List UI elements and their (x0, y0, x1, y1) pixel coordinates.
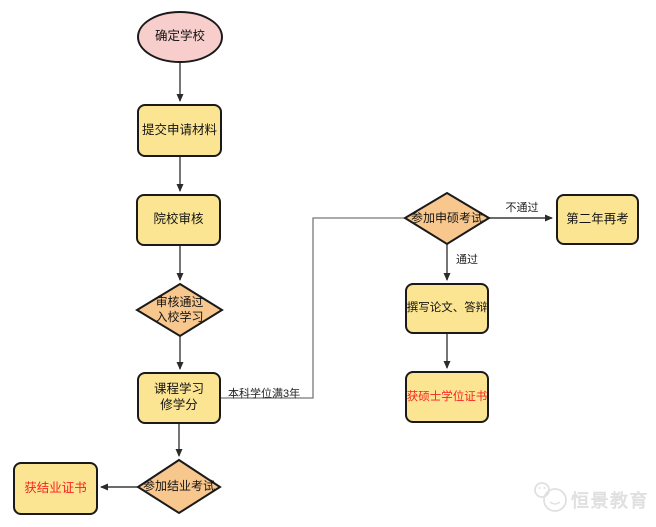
shape-master-cert (405, 371, 489, 423)
shape-final-exam-diamond (136, 458, 222, 515)
shape-completion-cert (13, 462, 98, 515)
shape-course-study (137, 372, 221, 424)
shape-thesis-defense (405, 283, 489, 334)
shape-review-passed-diamond (135, 282, 224, 338)
shape-master-exam-diamond (403, 191, 491, 246)
shape-start-ellipse (137, 11, 223, 63)
edge-course-to-master-exam (220, 217, 405, 399)
shape-retake-next-year (556, 194, 639, 245)
shape-school-review (136, 194, 221, 246)
shape-submit-materials (137, 104, 222, 157)
brand-logo-icon (534, 482, 567, 512)
